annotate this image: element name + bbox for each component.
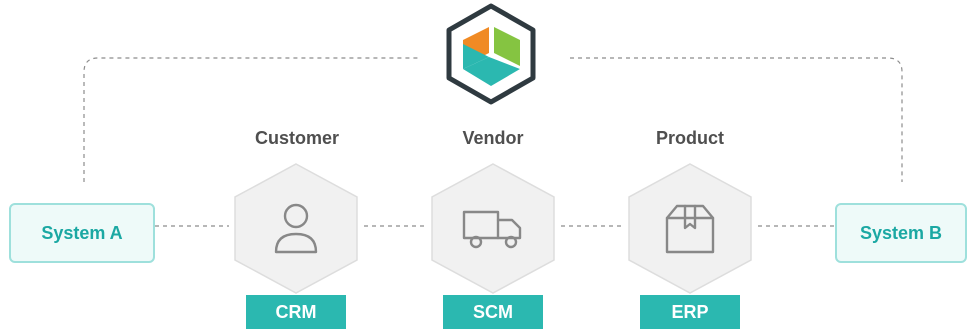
- top-right-connector: [570, 57, 903, 182]
- entity-title-customer: Customer: [254, 128, 339, 148]
- entity-hexagon-vendor: [431, 163, 555, 294]
- system-b-box[interactable]: System B: [835, 203, 967, 263]
- system-a-box[interactable]: System A: [9, 203, 155, 263]
- entity-hexagon-product: [628, 163, 752, 294]
- badge-crm: CRM: [246, 295, 346, 329]
- top-left-connector: [83, 57, 418, 182]
- badge-scm: SCM: [443, 295, 543, 329]
- person-icon: [274, 203, 318, 254]
- entity-hexagon-customer: [234, 163, 358, 294]
- system-b-label: System B: [859, 222, 943, 243]
- badge-erp: ERP: [640, 295, 740, 329]
- hexagon-cube-logo-icon: [446, 3, 536, 105]
- truck-icon: [462, 210, 522, 249]
- system-a-label: System A: [41, 222, 123, 243]
- box-icon: [665, 204, 715, 254]
- entity-title-product: Product: [655, 128, 724, 148]
- entity-title-vendor: Vendor: [462, 128, 524, 148]
